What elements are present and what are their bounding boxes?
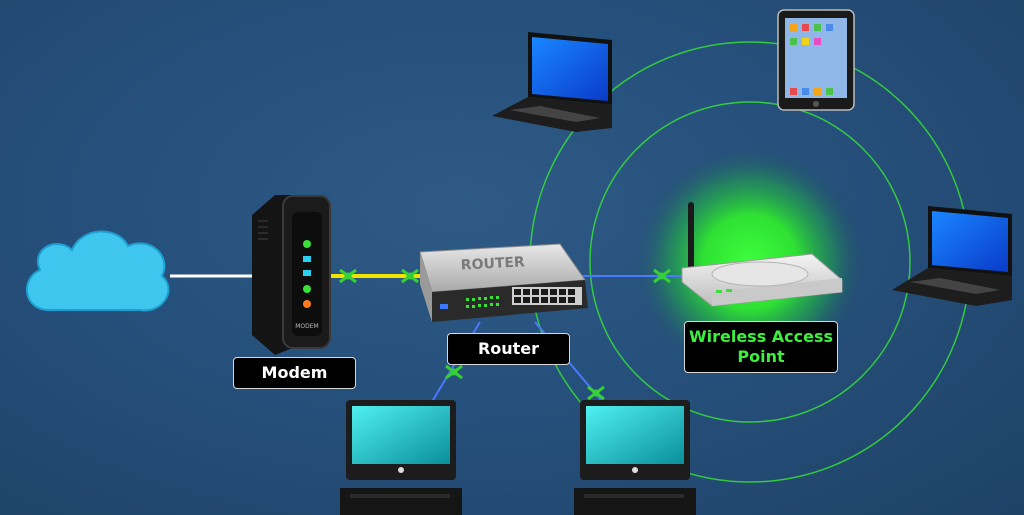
laptop-icon <box>492 32 612 132</box>
wap-led <box>726 289 732 292</box>
modem-label-text: Modem <box>261 363 328 382</box>
modem-status-led <box>303 285 311 293</box>
modem-face-text: MODEM <box>295 323 319 330</box>
tablet-icon <box>777 9 855 111</box>
desktop-computer-icon <box>340 400 462 515</box>
connector-mark <box>401 268 419 284</box>
router-label: Router <box>447 333 570 365</box>
wap-antenna <box>688 202 694 270</box>
router-power-led <box>440 304 448 309</box>
modem-status-led <box>303 256 311 262</box>
modem-status-led <box>303 270 311 276</box>
wireless-range-ring-inner <box>589 101 911 423</box>
modem-status-led <box>303 300 311 308</box>
modem-power-led <box>303 240 311 248</box>
wap-label-line1: Wireless Access <box>688 327 834 346</box>
connector-mark <box>587 385 605 401</box>
laptop-icon <box>892 206 1012 306</box>
connector-mark <box>339 268 357 284</box>
modem-icon: MODEM <box>252 195 331 355</box>
router-label-text: Router <box>477 339 540 358</box>
wireless-access-point-label: Wireless Access Point <box>684 321 838 373</box>
modem-label: Modem <box>233 357 356 389</box>
connector-mark <box>445 364 463 380</box>
wap-led <box>716 290 722 293</box>
wap-label-line2: Point <box>737 347 785 366</box>
connector-mark <box>653 268 671 284</box>
router-icon: ROUTER <box>419 243 588 322</box>
wireless-access-point-icon <box>681 202 843 307</box>
link-connectors <box>339 268 671 401</box>
router-face-text: ROUTER <box>460 254 525 273</box>
desktop-computer-icon <box>574 400 696 515</box>
cloud-icon <box>25 230 170 312</box>
